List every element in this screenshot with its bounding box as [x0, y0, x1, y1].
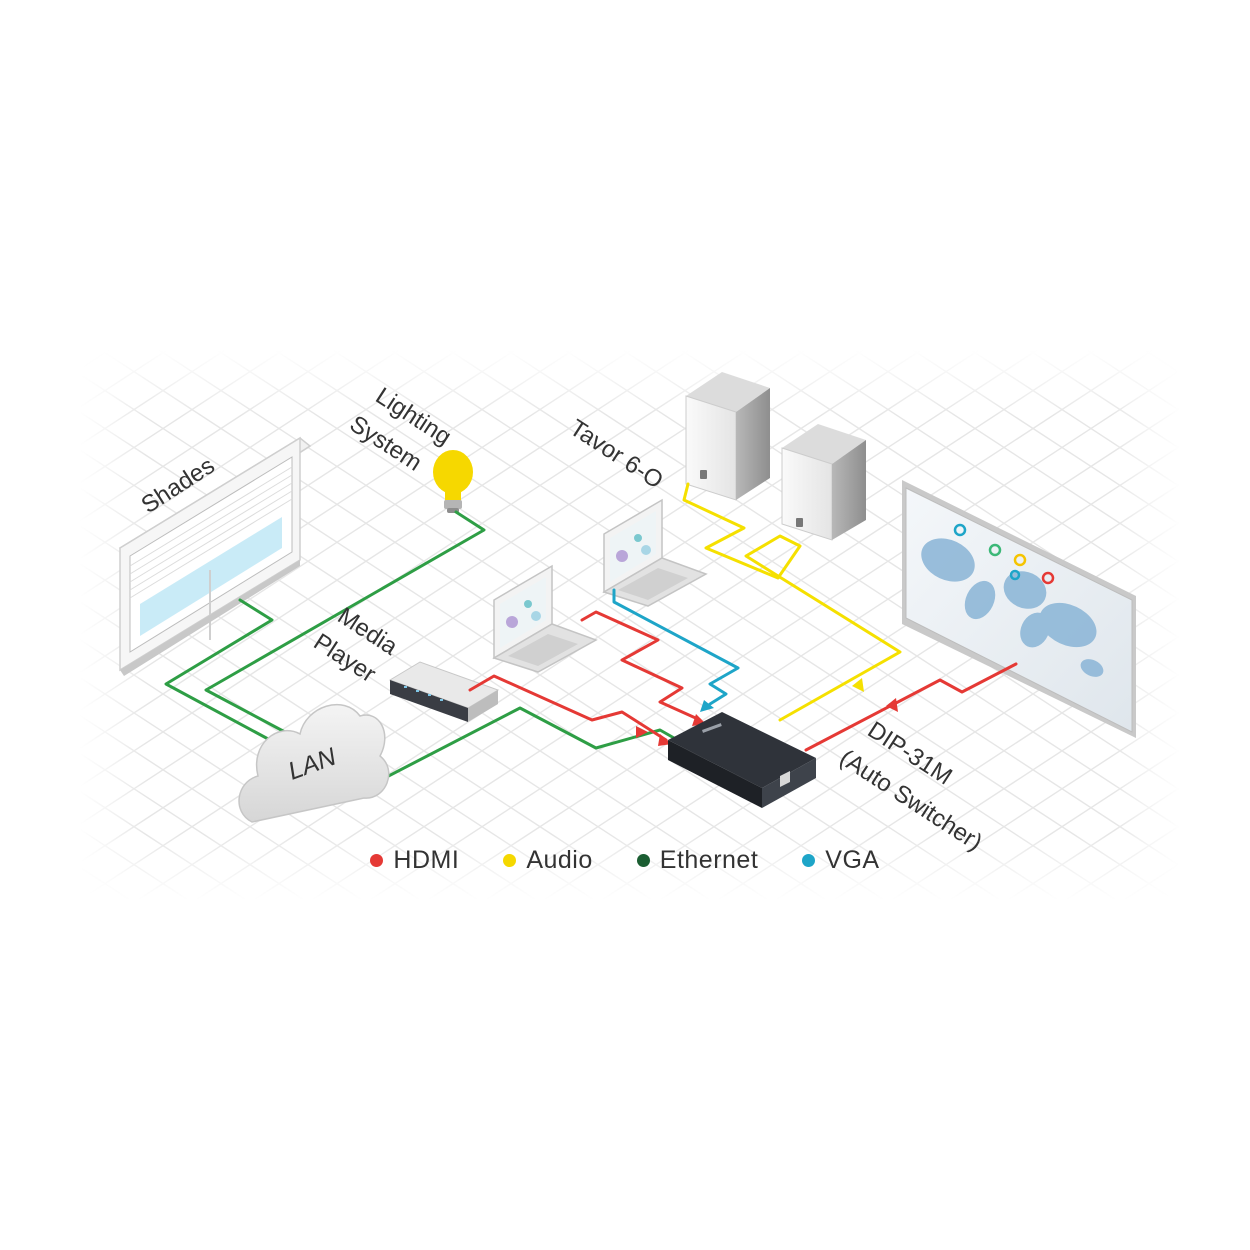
legend-item-hdmi: HDMI	[370, 846, 459, 875]
vga-cable	[612, 588, 740, 706]
legend-item-ethernet: Ethernet	[636, 845, 759, 875]
lan-cloud	[238, 704, 390, 823]
arrow-vga	[700, 700, 714, 712]
laptop-right	[602, 498, 708, 607]
legend: HDMI Audio Ethernet VGA	[0, 840, 1250, 880]
laptop-left	[492, 564, 598, 673]
hdmi-cable-output	[804, 662, 1018, 752]
legend-dot-audio	[503, 853, 517, 867]
speaker-left	[685, 372, 770, 501]
legend-label-hdmi: HDMI	[393, 845, 460, 874]
shades-window	[118, 436, 312, 676]
ethernet-cable-shades	[164, 598, 274, 742]
legend-dot-vga	[802, 853, 816, 867]
legend-item-vga: VGA	[802, 846, 879, 875]
legend-label-vga: VGA	[825, 845, 880, 874]
display-screen	[902, 480, 1136, 738]
arrow-hdmi-out	[886, 698, 898, 712]
legend-dot-hdmi	[370, 853, 384, 867]
ethernet-cable-lighting	[204, 510, 486, 742]
legend-label-ethernet: Ethernet	[659, 845, 759, 874]
cables	[164, 482, 1018, 800]
light-bulb-icon	[433, 450, 473, 513]
media-player-device	[388, 661, 500, 722]
legend-item-audio: Audio	[503, 846, 592, 875]
dip-31m-switcher	[668, 712, 816, 808]
audio-cable	[682, 482, 902, 722]
arrow-audio	[852, 678, 864, 692]
legend-dot-ethernet	[636, 853, 650, 867]
legend-label-audio: Audio	[526, 845, 593, 874]
hdmi-cable-media	[468, 674, 668, 742]
speaker-right	[781, 424, 866, 541]
hdmi-cable-laptop-left	[580, 610, 702, 722]
